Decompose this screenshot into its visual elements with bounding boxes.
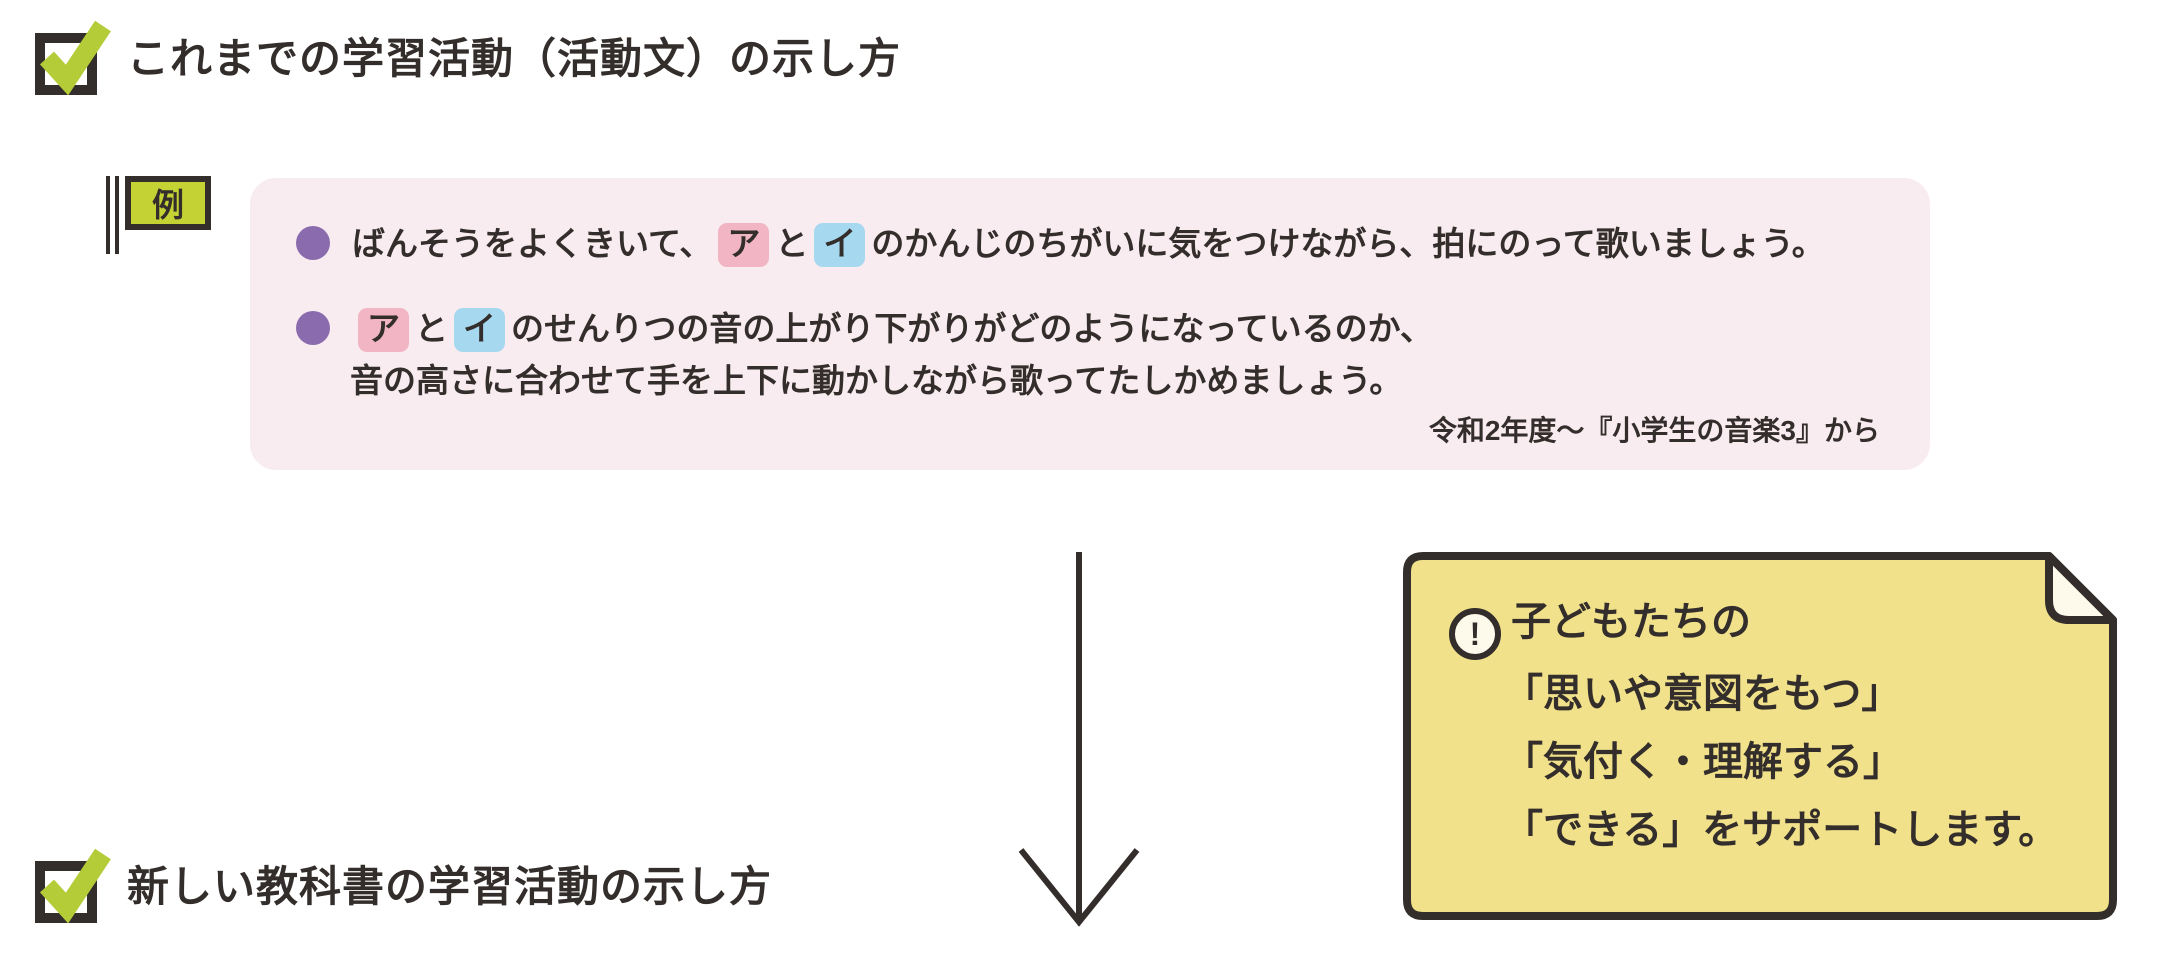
chip-i: イ xyxy=(814,223,866,267)
example-bullet-1: ばんそうをよくきいて、アとイのかんじのちがいに気をつけながら、拍にのって歌いまし… xyxy=(296,221,1825,267)
bullet-dot-icon xyxy=(296,226,330,260)
sticky-note-shape xyxy=(1403,552,2117,920)
chip-i: イ xyxy=(454,308,505,352)
chip-a: ア xyxy=(718,223,770,267)
down-arrow-icon xyxy=(1018,552,1140,927)
support-note-text: !子どもたちの 「思いや意図をもつ」 「気付く・理解する」 「できる」をサポート… xyxy=(1449,588,2089,864)
bullet1-pre: ばんそうをよくきいて、 xyxy=(352,225,713,262)
checkbox-check-icon xyxy=(35,848,111,924)
bullet-dot-icon xyxy=(296,311,330,345)
folded-corner-icon xyxy=(2045,552,2117,624)
note-line-4: 「できる」をサポートします。 xyxy=(1503,808,2059,852)
note-line-3: 「気付く・理解する」 xyxy=(1503,740,1903,784)
bullet2-conj: と xyxy=(415,310,448,347)
chip-a: ア xyxy=(358,308,409,352)
note-line-1: !子どもたちの xyxy=(1449,588,2089,660)
heading-new-textbook-label: 新しい教科書の学習活動の示し方 xyxy=(127,862,773,910)
exclamation-icon: ! xyxy=(1449,608,1501,660)
flag-pole-inner xyxy=(115,176,119,254)
note-line-1-text: 子どもたちの xyxy=(1511,600,1751,644)
bullet1-conj: と xyxy=(775,225,809,262)
example-flag: 例 xyxy=(106,176,211,254)
flag-pole xyxy=(106,176,110,254)
example-flag-label: 例 xyxy=(125,176,211,230)
bullet2-post: のせんりつの音の上がり下がりがどのようになっているのか、 xyxy=(511,310,1434,347)
heading-previous-activities: これまでの学習活動（活動文）の示し方 xyxy=(33,14,901,96)
bullet1-post: のかんじのちがいに気をつけながら、拍にのって歌いましょう。 xyxy=(871,225,1825,262)
source-attribution: 令和2年度～『小学生の音楽3』から xyxy=(1428,415,1880,446)
checkbox-check-icon xyxy=(35,20,111,96)
support-note: !子どもたちの 「思いや意図をもつ」 「気付く・理解する」 「できる」をサポート… xyxy=(1403,552,2117,920)
note-line-2: 「思いや意図をもつ」 xyxy=(1503,672,1902,716)
example-bullet-2-line2: 音の高さに合わせて手を上下に動かしながら歌ってたしかめましょう。 xyxy=(350,362,1403,399)
example-bullet-2: アとイのせんりつの音の上がり下がりがどのようになっているのか、 xyxy=(296,306,1433,352)
heading-previous-activities-label: これまでの学習活動（活動文）の示し方 xyxy=(127,34,902,82)
heading-new-textbook: 新しい教科書の学習活動の示し方 xyxy=(33,842,772,924)
example-panel xyxy=(250,178,1930,470)
